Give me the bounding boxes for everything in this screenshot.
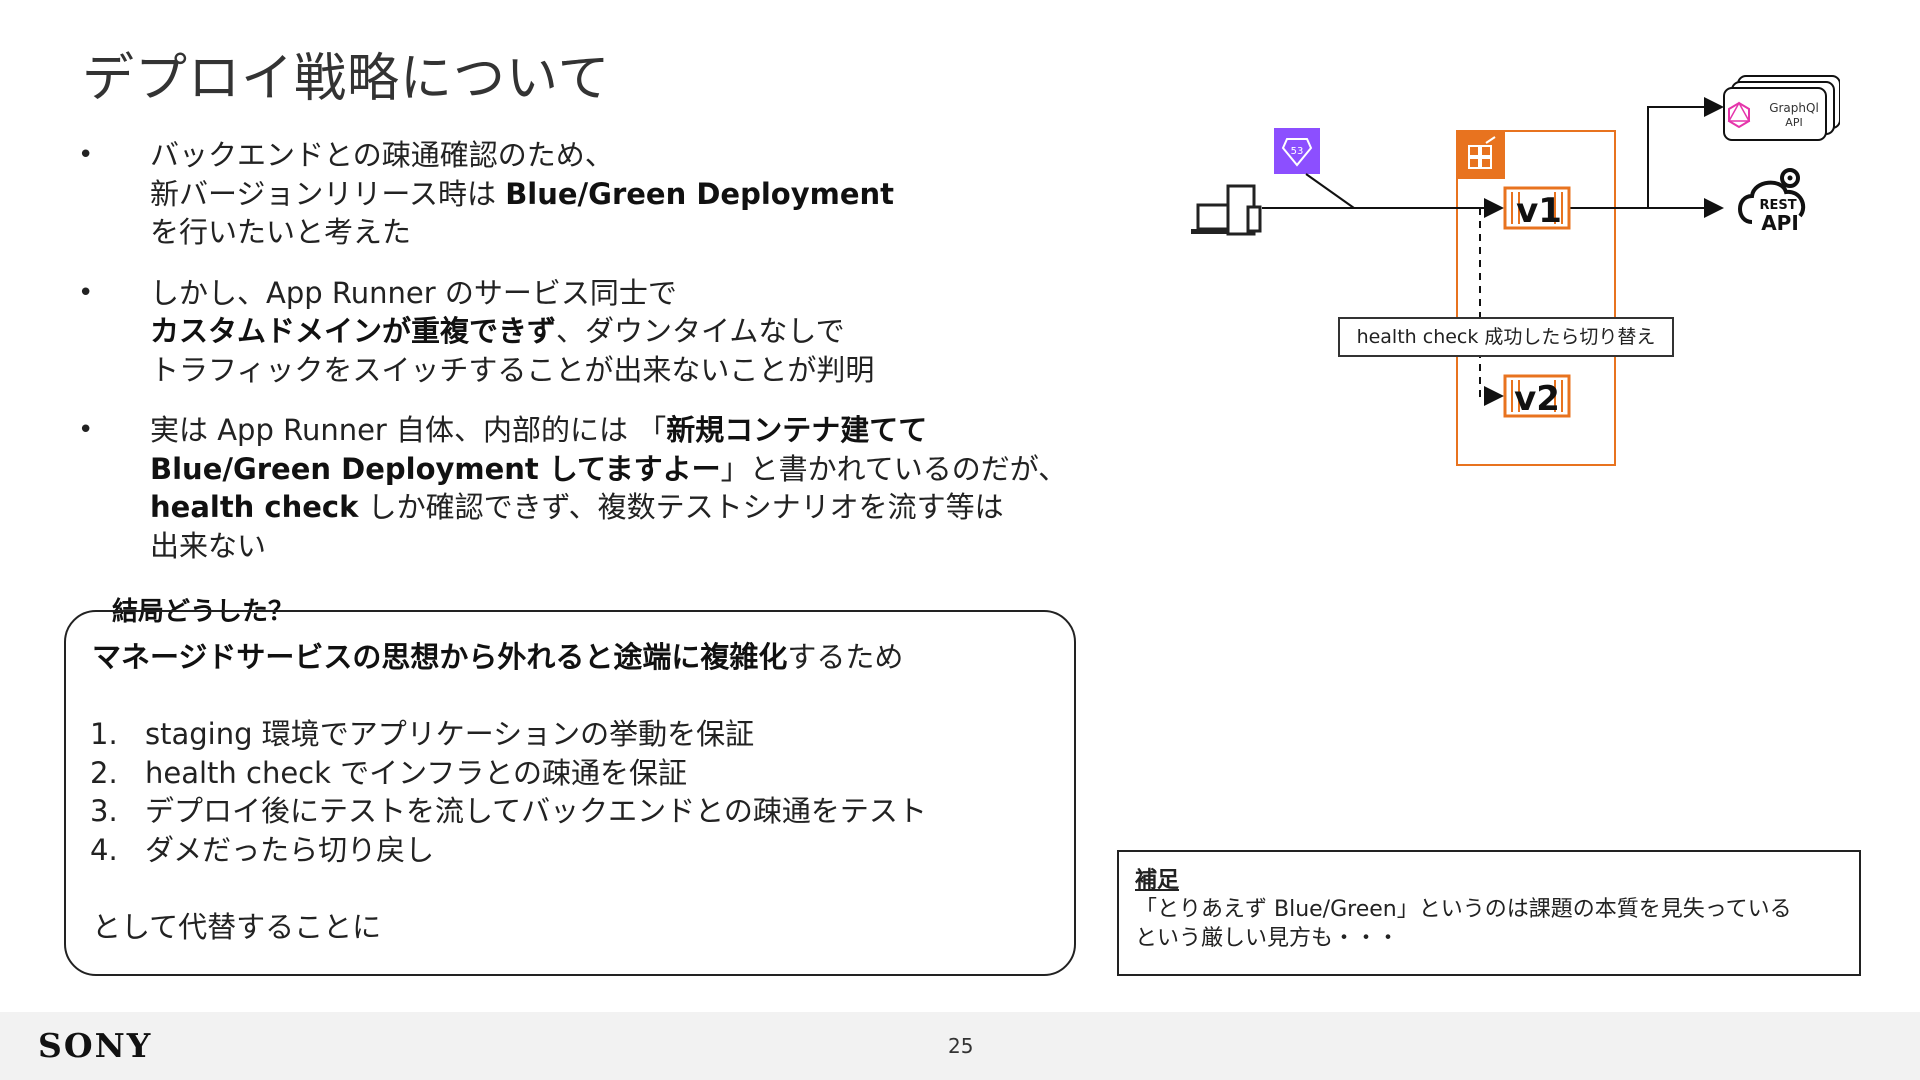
bullet-dot: • [78,277,94,308]
route53-number: 53 [1291,146,1304,157]
conclusion-heading: マネージドサービスの思想から外れると途端に複雑化するため [92,634,903,676]
rest-label: REST [1759,198,1796,213]
bullet-text-bold: カスタムドメインが重複できず [150,314,557,348]
conclusion-footer: として代替することに [92,910,382,944]
bullet-dot: • [78,415,94,445]
bullet-text: しかし、App Runner のサービス同士で [150,275,677,310]
step-list: 1. staging 環境でアプリケーションの挙動を保証 2. health che… [90,715,927,869]
health-check-dashed-arrow [1479,208,1504,406]
v1-to-graphql-arrow [1647,97,1724,208]
bullet-text-bold: Blue/Green Deployment してますよー [150,451,721,486]
step-text: ダメだったら切り戻し [145,832,435,867]
step-number: 4. [90,832,118,867]
bullet-text: バックエンドとの疎通確認のため、 [150,138,614,172]
note-line-2: という厳しい見方も・・・ [1135,926,1400,951]
bullet-text-bold: Blue/Green Deployment [505,176,894,211]
page-number: 25 [948,1034,974,1058]
step-item: 2. health check でインフラとの疎通を保証 [90,754,927,793]
v2-label: v2 [1514,379,1560,419]
graphql-api-label: API [1785,116,1802,129]
client-devices-icon [1191,184,1262,236]
graphql-label: GraphQl [1769,101,1819,115]
step-item: 4. ダメだったら切り戻し [90,831,927,870]
note-title: 補足 [1135,868,1180,893]
bullet-line: を行いたいと考えた [150,213,1112,252]
v2-container-icon: v2 [1503,374,1571,419]
step-text: staging 環境でアプリケーションの挙動を保証 [145,717,755,751]
bullet-line: バックエンドとの疎通確認のため、 [150,136,1112,175]
step-number: 1. [90,717,118,751]
bullet-text-bold: 新規コンテナ建てて [666,413,928,447]
graphql-api-icon: GraphQl API [1723,75,1840,141]
v1-label: v1 [1516,191,1562,231]
bullet-list: • バックエンドとの疎通確認のため、新バージョンリリース時は Blue/Green… [72,136,1112,587]
bullet-text-bold: health check [150,490,359,524]
bullet-text: 実は App Runner 自体、内部的には 「 [150,413,667,447]
supplement-note: 補足 「とりあえず Blue/Green」というのは課題の本質を見失っている と… [1117,850,1861,976]
step-text: デプロイ後にテストを流してバックエンドとの疎通をテスト [145,794,927,828]
rest-api-icon: REST API [1738,168,1806,235]
sony-logo: SONY [38,1026,153,1065]
note-line-1: 「とりあえず Blue/Green」というのは課題の本質を見失っている [1135,897,1792,922]
route53-link [1305,173,1355,209]
bullet-line: 実は App Runner 自体、内部的には 「新規コンテナ建てて [150,411,1112,450]
bullet-text: 新バージョンリリース時は [150,176,506,211]
bullet-text: 、ダウンタイムなしで [556,314,845,348]
step-number: 3. [90,794,118,828]
apprunner-container [1456,130,1616,466]
bullet-text: しか確認できず、複数テストシナリオを流す等は [358,490,1004,524]
footer-bar: SONY 25 [0,1012,1920,1080]
bullet-line: しかし、App Runner のサービス同士で [150,274,1112,313]
bullet-line: トラフィックをスイッチすることが出来ないことが判明 [150,351,1112,390]
bullet-text: トラフィックをスイッチすることが出来ないことが判明 [150,352,875,387]
conclusion-label: 結局どうした？ [98,591,309,628]
bullet-text: 」と書かれているのだが、 [720,451,1068,486]
rest-api-label: API [1761,211,1799,235]
bullet-line: 出来ない [150,527,1112,566]
step-text: health check でインフラとの疎通を保証 [145,755,687,790]
health-check-label: health check 成功したら切り替え [1338,317,1674,357]
page-title: デプロイ戦略について [82,49,611,109]
bullet-line: Blue/Green Deployment してますよー」と書かれているのだが、 [150,450,1112,489]
step-number: 2. [90,755,118,790]
bullet-text: を行いたいと考えた [150,215,412,249]
bullet-item: • バックエンドとの疎通確認のため、新バージョンリリース時は Blue/Green… [72,136,1112,252]
v1-container-icon: v1 [1503,186,1571,231]
bullet-line: 新バージョンリリース時は Blue/Green Deployment [150,175,1112,214]
apprunner-icon [1457,131,1505,179]
conclusion-heading-bold: マネージドサービスの思想から外れると途端に複雑化 [92,640,788,674]
step-item: 1. staging 環境でアプリケーションの挙動を保証 [90,715,927,754]
conclusion-box: マネージドサービスの思想から外れると途端に複雑化するため 1. staging 環… [64,610,1076,976]
architecture-diagram: 53 v1 v2 GraphQl API REST A [1191,75,1840,466]
bullet-item: • しかし、App Runner のサービス同士でカスタムドメインが重複できず、ダ… [72,274,1112,390]
conclusion-heading-normal: するため [787,640,904,674]
bullet-text: 出来ない [150,528,267,563]
route53-icon: 53 [1274,128,1320,174]
bullet-line: カスタムドメインが重複できず、ダウンタイムなしで [150,312,1112,351]
step-item: 3. デプロイ後にテストを流してバックエンドとの疎通をテスト [90,792,927,831]
bullet-dot: • [78,140,94,170]
bullet-line: health check しか確認できず、複数テストシナリオを流す等は [150,488,1112,527]
